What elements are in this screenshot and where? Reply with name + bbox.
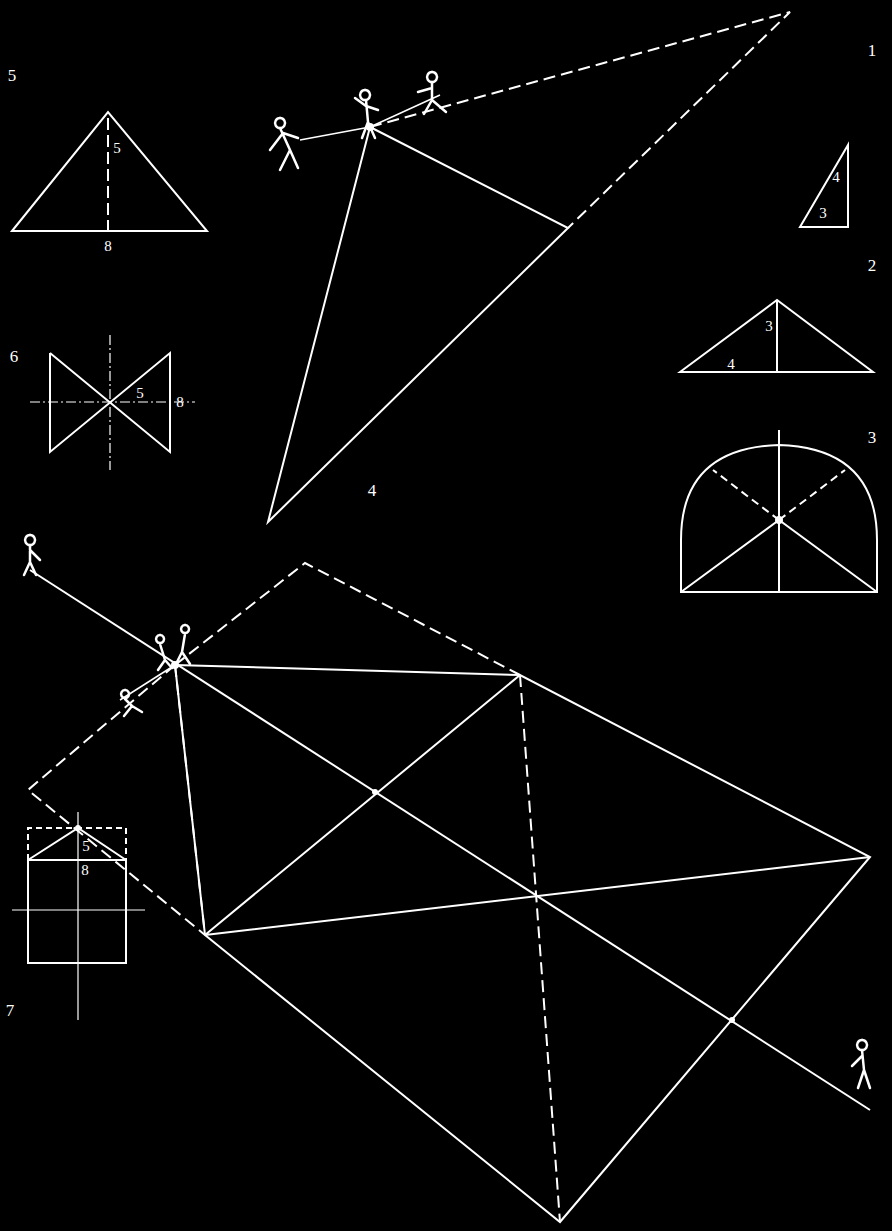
dimension-label: 4 xyxy=(832,170,840,185)
figure-6-bowtie xyxy=(30,335,195,470)
axes xyxy=(12,812,145,1020)
dashed-rope xyxy=(370,12,790,228)
figure-5-triangle xyxy=(12,112,207,231)
figure-7-house xyxy=(12,812,145,1020)
knot-dots xyxy=(75,123,735,1023)
dash-dot-axes xyxy=(30,335,195,470)
long-diagonal xyxy=(30,570,870,1110)
dimension-label: 8 xyxy=(176,395,184,410)
dimension-label: 8 xyxy=(104,239,112,254)
figure-number: 6 xyxy=(10,348,19,365)
dashed-radii xyxy=(713,470,845,520)
person xyxy=(24,535,40,575)
figure-number: 1 xyxy=(868,42,877,59)
rope-stretcher-figures xyxy=(24,72,870,1088)
centre-dot xyxy=(776,517,782,523)
figure-1-triangle xyxy=(800,145,848,227)
stake xyxy=(75,825,81,831)
rope-ends xyxy=(300,95,440,140)
figure-number: 2 xyxy=(868,257,877,274)
figure-3-arch xyxy=(681,430,877,592)
triangle-outline xyxy=(268,127,568,522)
dimension-label: 3 xyxy=(819,206,827,221)
dimension-label: 5 xyxy=(82,839,90,854)
person xyxy=(270,118,298,170)
dimension-label: 3 xyxy=(765,319,773,334)
person xyxy=(852,1040,870,1088)
person xyxy=(121,690,142,716)
triangle-outline xyxy=(680,300,873,372)
triangle-outline xyxy=(800,145,848,227)
person xyxy=(176,625,190,664)
stake xyxy=(729,1017,735,1023)
layout-outline xyxy=(175,665,870,1222)
dashed-axis xyxy=(107,118,109,231)
dimension-label: 5 xyxy=(136,386,144,401)
figure-number: 3 xyxy=(868,429,877,446)
person xyxy=(156,635,172,670)
figure-rectangle-layout xyxy=(28,563,870,1222)
person xyxy=(355,90,378,138)
arch-lines xyxy=(681,430,877,592)
figure-4-triangle xyxy=(268,12,790,522)
dashed-lines xyxy=(28,563,560,1222)
triangle-outline xyxy=(12,112,207,231)
cross-diagonals xyxy=(205,675,870,935)
stake xyxy=(372,789,378,795)
house-outline xyxy=(28,828,126,963)
dimension-label: 5 xyxy=(113,141,121,156)
dashed-square xyxy=(28,828,126,860)
figure-number: 5 xyxy=(8,67,17,84)
person xyxy=(418,72,446,114)
dimension-label: 4 xyxy=(727,357,735,372)
figure-number: 4 xyxy=(368,482,377,499)
figure-number: 7 xyxy=(6,1002,15,1019)
dimension-label: 8 xyxy=(81,863,89,878)
figure-2-triangle xyxy=(680,300,873,372)
